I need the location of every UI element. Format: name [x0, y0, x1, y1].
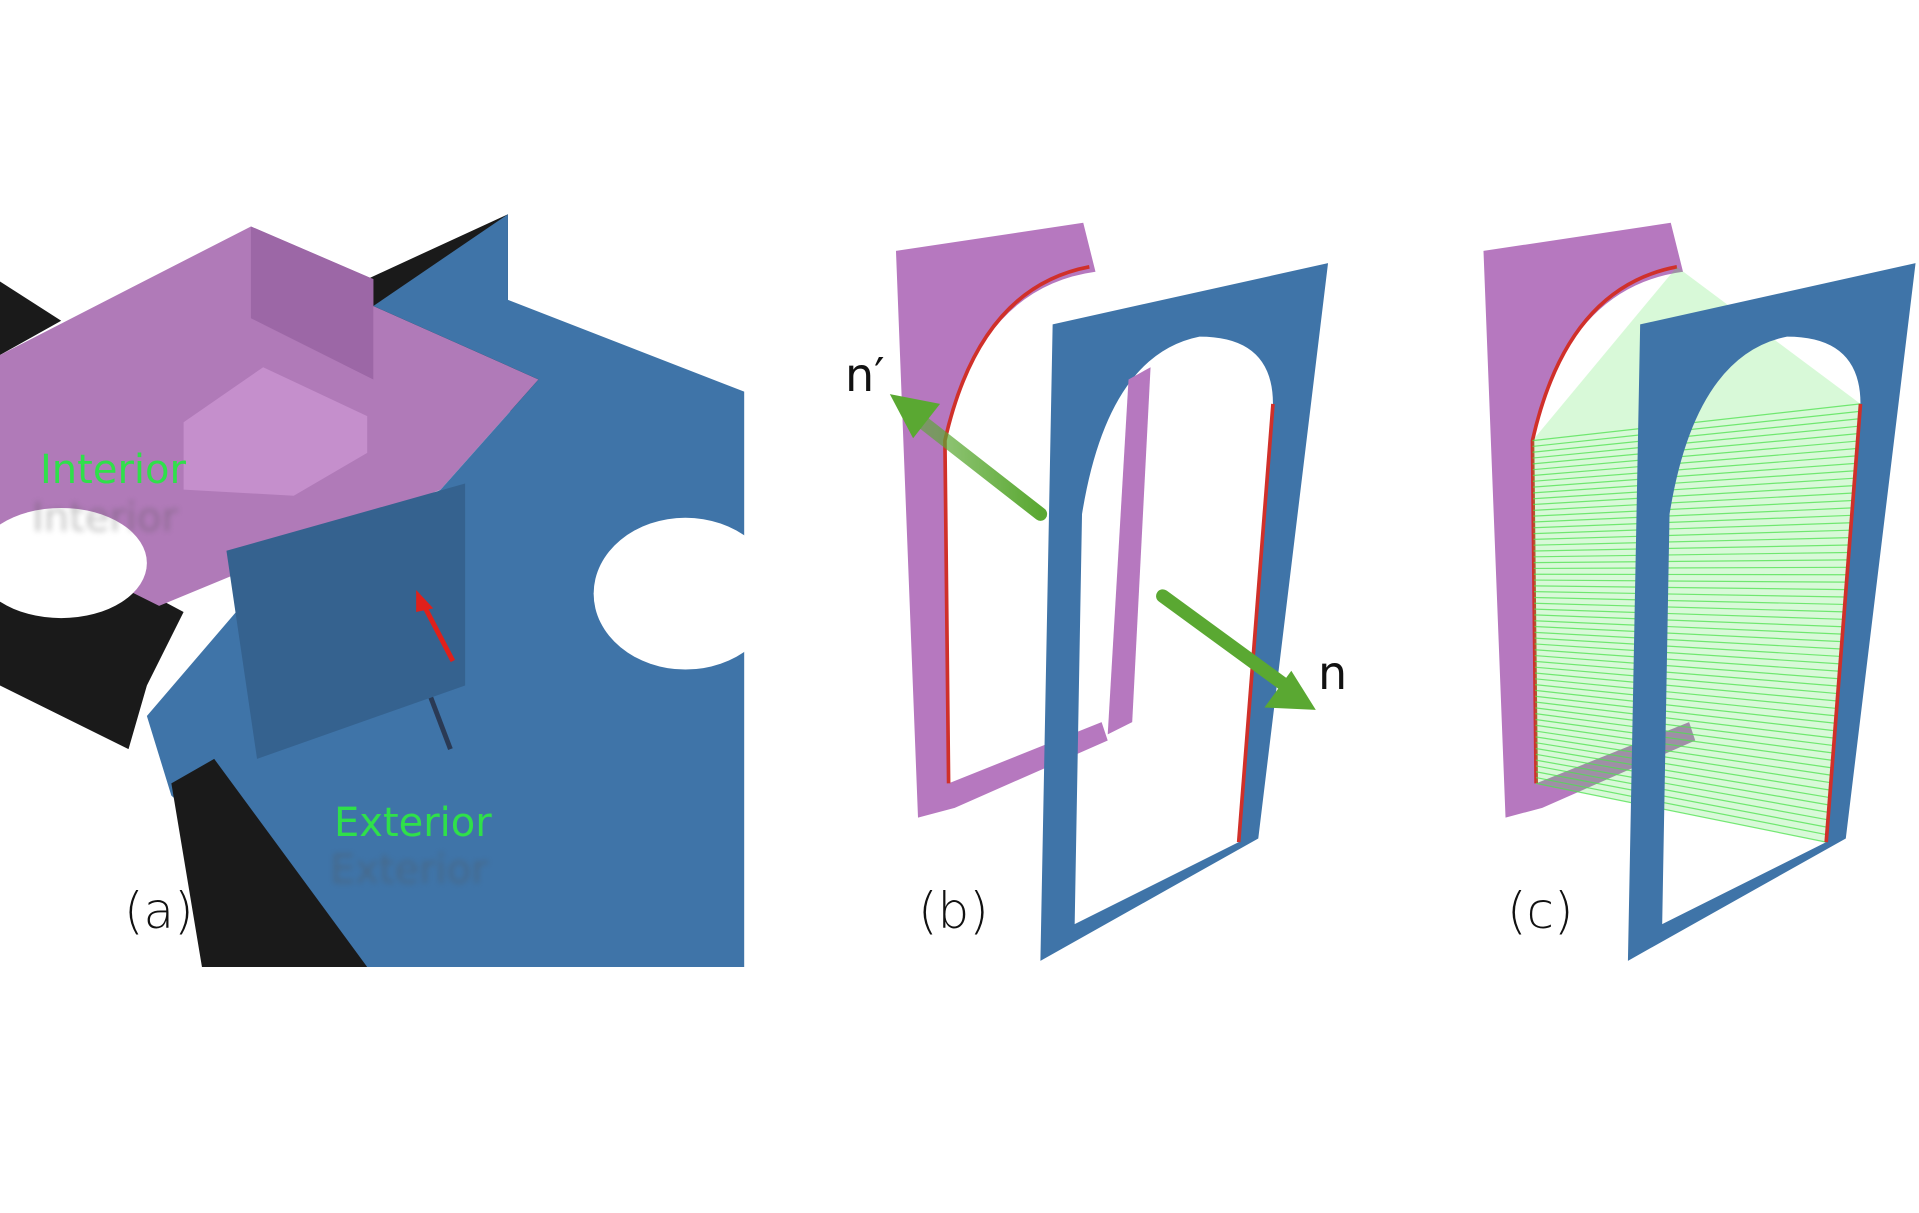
correspondence-line [1533, 559, 1849, 564]
correspondence-line [1535, 736, 1831, 784]
exterior-boundary [1236, 403, 1275, 843]
correspondence-line [1534, 620, 1843, 635]
correspondence-line [1535, 747, 1830, 799]
correspondence-line [1535, 776, 1827, 836]
correspondence-line [1535, 753, 1830, 806]
interior-back-wall [250, 226, 374, 380]
exterior-door-frame [1040, 263, 1329, 961]
panel-b-scene [889, 222, 1329, 961]
correspondence-line [1535, 718, 1833, 762]
correspondence-line [1533, 551, 1849, 558]
correspondence-line [1532, 410, 1860, 448]
panel-label-a: (a) [124, 882, 194, 940]
correspondence-line [1535, 724, 1833, 769]
correspondence-line [1535, 759, 1829, 814]
panel-c-scene [1483, 222, 1916, 961]
exterior-boundary [1824, 403, 1863, 843]
correspondence-line [1535, 742, 1831, 791]
correspondence-line [1534, 684, 1837, 717]
correspondence-line [1534, 602, 1845, 613]
correspondence-line [1532, 433, 1859, 465]
correspondence-lines [1532, 403, 1861, 843]
correspondence-line [1533, 507, 1853, 523]
correspondence-line [1535, 701, 1835, 739]
correspondence-line [1534, 666, 1838, 695]
normal-label: n [1318, 646, 1348, 700]
wall-section [0, 281, 62, 355]
normal-arrow-prime [911, 411, 1048, 521]
correspondence-line [1534, 608, 1844, 620]
interior-door-frame [895, 222, 1108, 818]
interior-label: Interior [40, 447, 186, 493]
correspondence-line [1532, 440, 1858, 471]
correspondence-line [1534, 637, 1841, 658]
correspondence-line [1532, 418, 1860, 453]
normal-prime-label: n′ [845, 348, 885, 402]
correspondence-line [1533, 485, 1855, 506]
normal-arrow [1156, 589, 1292, 693]
correspondence-line [1534, 643, 1841, 665]
panel-label-b: (b) [918, 882, 989, 940]
correspondence-line [1535, 695, 1835, 732]
correspondence-line [1535, 771, 1828, 828]
correspondence-line [1532, 403, 1861, 442]
exterior-door-wall [226, 483, 466, 759]
panel-a-scene [0, 214, 778, 967]
interior-door-frame [1483, 222, 1696, 818]
red-arrow [420, 601, 456, 663]
correspondence-line [1535, 689, 1836, 724]
correspondence-line [1532, 462, 1856, 488]
exterior-door-frame [1627, 263, 1916, 961]
correspondence-line [1533, 499, 1853, 517]
correspondence-line [1534, 654, 1840, 680]
correspondence-line [1535, 713, 1834, 754]
hole [593, 517, 778, 670]
correspondence-line [1535, 765, 1829, 821]
correspondence-line [1532, 470, 1856, 494]
correspondence-line [1533, 566, 1848, 570]
correspondence-line [1532, 455, 1857, 482]
correspondence-line [1533, 492, 1854, 511]
sofa [183, 367, 368, 496]
correspondence-line [1533, 585, 1846, 591]
correspondence-line [1534, 672, 1838, 702]
correspondence-line [1534, 596, 1845, 606]
red-arrow-head [416, 589, 434, 612]
correspondence-line [1533, 536, 1851, 546]
correspondence-line [1534, 649, 1840, 672]
correspondence-line [1534, 678, 1837, 710]
correspondence-line [1533, 477, 1855, 500]
exterior-floor-shade [171, 758, 368, 967]
normal-arrow-prime-head [889, 394, 941, 439]
correspondence-line [1533, 579, 1847, 583]
correspondence-line [1535, 730, 1832, 776]
normal-arrow-head [1264, 670, 1316, 710]
interior-label-reflection: Interior [32, 495, 178, 541]
exterior-label-reflection: Exterior [330, 847, 488, 893]
shadow-arrow [428, 696, 453, 750]
correspondence-line [1532, 447, 1858, 477]
interior-boundary [943, 265, 1090, 784]
correspondence-line [1533, 514, 1852, 529]
correspondence-line [1534, 614, 1844, 628]
exterior-label: Exterior [334, 800, 492, 846]
correspondence-line [1534, 625, 1842, 643]
interior-boundary [1530, 265, 1678, 784]
correspondence-line [1535, 782, 1827, 843]
correspondence-line [1533, 522, 1852, 535]
correspondence-line [1534, 591, 1846, 598]
correspondence-line [1533, 544, 1850, 552]
correspondence-line [1532, 425, 1859, 459]
correspondence-line [1534, 631, 1842, 650]
interior-back-jamb [1107, 367, 1151, 735]
correspondence-line [1533, 529, 1851, 541]
correspondence-line [1535, 707, 1834, 747]
hole [0, 507, 147, 619]
correspondence-line [1534, 660, 1839, 687]
panel-label-c: (c) [1507, 882, 1574, 940]
